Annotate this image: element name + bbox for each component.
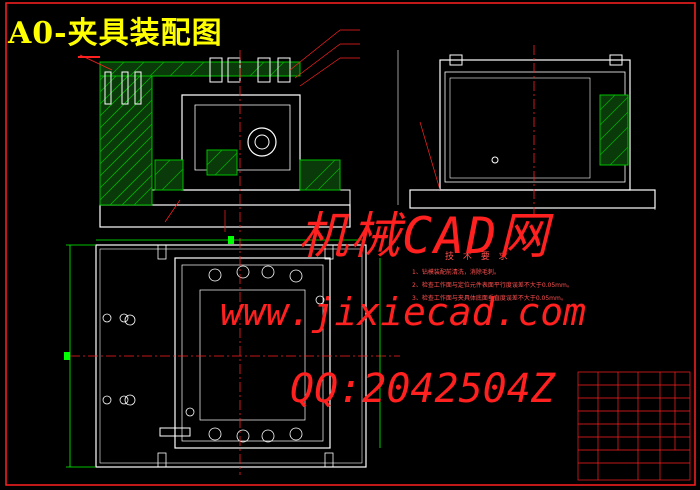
drawing-frame (5, 2, 696, 486)
front-section-view (78, 29, 360, 232)
tech-requirement-3: 3、检查工作面与夹具体底面垂直度误差不大于0.05mm。 (412, 295, 567, 302)
tech-requirement-1: 1、钻模装配前清洗，消除毛刺。 (412, 269, 500, 276)
side-view (397, 45, 656, 215)
tech-requirement-2: 2、检查工作面与定位元件表面平行度误差不大于0.05mm。 (412, 282, 573, 289)
drawing-title: A0-夹具装配图 (8, 16, 223, 51)
title-block (577, 371, 691, 481)
watermark-qq: QQ:2042504Z (290, 366, 555, 412)
watermark-url: www.jixiecad.com (220, 290, 587, 334)
plan-view (64, 236, 400, 475)
tech-requirements-heading: 技 术 要 求 (445, 252, 511, 262)
watermark-site-name: 机械CAD网 (298, 207, 551, 265)
